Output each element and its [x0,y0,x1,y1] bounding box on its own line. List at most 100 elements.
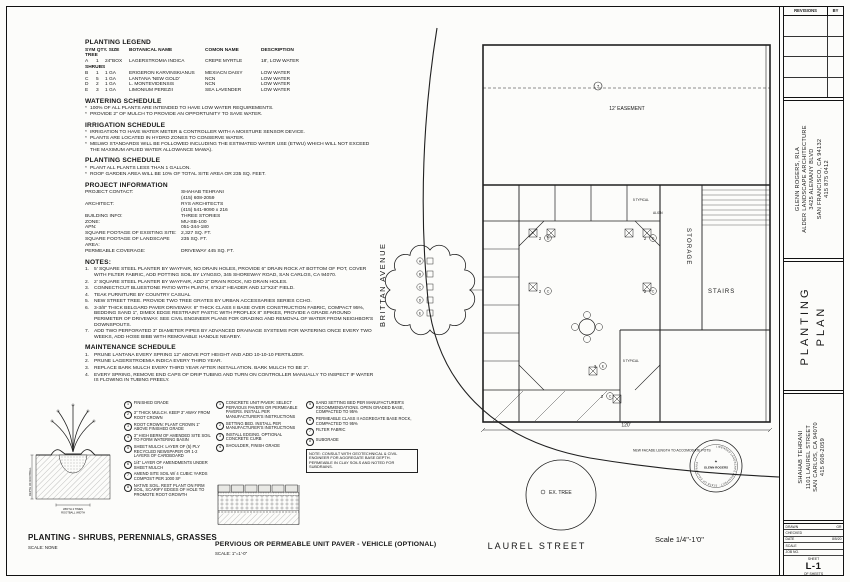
pot-callout-sym: C [652,289,655,293]
detail-callout: 6 1/4" LAYER OF AMENDMENTS UNDER SHEET M… [124,460,214,470]
pot-callout-sym: E [602,364,605,368]
sheet-label: SHEET [807,556,820,561]
tree-tag: A [419,259,422,263]
architect-info-line: 415 875 0412 [823,160,830,198]
project-info-row: SQUARE FOOTAGE OF EXISTING SITE: 2,327 S… [85,231,212,237]
rootball-depth-label: DEPTH OF ROOTBALL [28,467,32,496]
detail-callout: 7 FILTER FABRIC [306,427,418,437]
client-info-line: SAN CARLOS, CA 94070 [813,422,819,492]
revisions-label: REVISIONS [794,8,817,13]
architect-info-line: SAN FRANCISCO, CA 94132 [816,138,823,220]
sheet-title-block: PLANTING PLAN [784,262,842,390]
planting-detail-callouts: 1 FINISHED GRADE 2 3" THICK MULCH. KEEP … [124,400,214,500]
detail-callout: 5 SHEET MULCH: LAYER OF (5) PLY RECYCLED… [124,444,214,459]
tree-tag: E [419,311,422,315]
bullet-item: IRRIGATION TO HAVE WATER METER & CONTROL… [85,130,375,136]
revisions-header: REVISIONS BY [784,6,843,16]
detail-callout: 4 SHOULDER, FINISH GRADE [216,443,300,453]
detail-callout: 3 ROOT CROWN: PLANT CROWN 1" ABOVE FINIS… [124,422,214,432]
note-item: 1. 5' SQUARE STEEL PLANTER BY WAYFAIR, N… [85,267,367,278]
legend-shrub-rows: B 1 1 GA ERIGERON KARVINSKIANUS MEXIACN … [85,71,375,94]
detail-callout: 2 3" THICK MULCH. KEEP 3" AWAY FROM ROOT… [124,410,214,420]
facade-dimension: 120' [621,423,630,429]
facade-note: NEW FACADE LENGTH TO ACCOMODATE POTS [633,449,711,453]
site-plan-drawing: BRITTAN AVENUE LAUREL STREET Scale 1/4"-… [378,27,780,551]
sheet-title-line: PLANTING [798,286,811,366]
ex-tree-label: EX. TREE [549,490,572,496]
planting-detail-scale: SCALE: NONE [28,545,58,550]
titleblock-field: SCALE [784,543,843,550]
maintenance-item: 3. REPLACE BARK MULCH EVERY THIRD YEAR A… [85,366,310,372]
revision-row [784,36,843,57]
planting-schedule-section: PLANTING SCHEDULE PLANT ALL PLANTS LESS … [85,157,375,177]
detail-callout: 5 SAND SETTING BED PER MANUFACTURER'S RE… [306,400,418,415]
pot-callout-sym: C [547,289,550,293]
titleblock-field: DRAWN GR [784,524,843,531]
client-info-line: SHAHAB TEHRANI [798,430,805,484]
pot-callout-qty: 2 [644,236,647,241]
of-sheets-label: OF SHEETS [803,571,824,576]
legend-row: E 3 1 GA LIMONIUM PEREZII SEA LAVENDER L… [85,87,291,93]
note-item: 6. 3-3/8" THICK BELGARD PAVER DRIVEWAY. … [85,305,374,328]
pot-callout-qty: 3 [594,364,597,369]
detail-callout: 3 INSTALL EDGING. OPTIONAL CONCRETE CURB [216,432,300,442]
easement-label: 12' EASEMENT [609,106,644,112]
titleblock-info: DRAWN GR CHECKED DATE 8/5/20 SCALE [784,524,843,576]
sheet-title-line: PLAN [815,305,827,347]
easement-callout-number: 7 [597,84,600,89]
pot-callout-qty: 2 [539,236,542,241]
project-info-row: ZONE: MU-SB-100 [85,219,207,225]
pot-callout-qty: 2 [539,289,542,294]
irrigation-schedule-section: IRRIGATION SCHEDULE IRRIGATION TO HAVE W… [85,122,375,154]
paver-detail-scale: SCALE: 1"=1'-0" [215,551,248,556]
maintenance-item: 2. PRUNE LAGERSTROEMIA INDICA EVERY THIR… [85,359,222,365]
titleblock-divider-line [779,6,780,576]
titleblock-field: DATE 8/5/20 [784,537,843,544]
seal-star-icon: ★ [714,460,718,464]
watering-schedule-section: WATERING SCHEDULE 100% OF ALL PLANTS ARE… [85,98,375,118]
titleblock-field: JOB NO. [784,550,843,556]
maintenance-item: 4. EVERY SPRING, REMOVE END CAPS OF DRIP… [85,372,374,384]
note-item: 5. NEW STREET TREE. PROVIDE TWO TREE GRA… [85,299,312,305]
bullet-item: PLANTS ARE LOCATED IN HYDRO ZONES TO CON… [85,136,375,142]
legend-group-shrubs: SHRUBS [85,64,106,70]
revisions-table: REVISIONS BY [784,6,843,98]
detail-callout: 8 NATIVE SOIL. REST PLANT ON FIRM SOIL, … [124,483,214,498]
pot-callout-sym: D [652,236,655,240]
tree-tag: D [419,298,422,302]
project-info-row: BUILDING INFO: THREE STORIES [85,213,221,219]
storage-label: STORAGE [685,228,691,266]
revisions-by-label: BY [827,6,843,15]
rootball-width-label-1: WIDTH 2 TIMES [63,507,83,511]
plan-scale-note: Scale 1/4"-1'0" [655,535,704,544]
seal-name: GLENN ROGERS [704,466,728,470]
maintenance-schedule-title: MAINTENANCE SCHEDULE [85,344,176,352]
align-note: ALIGN [653,211,663,215]
notes-column: PLANTING LEGEND SYM QTY. SIZE BOTANICAL … [85,39,375,388]
pot-callout-sym: C [609,394,612,398]
notes-section: NOTES: 1. 5' SQUARE STEEL PLANTER BY WAY… [85,259,375,341]
typical-note-a: 5 TYPICAL [633,198,649,202]
project-information-section: PROJECT INFORMATION PROJECT CONTACT: SHA… [85,182,375,255]
bullet-item: PLANT ALL PLANTS LESS THAN 1 GALLON. [85,166,375,172]
project-info-row: (415) 608-2059 [181,196,215,201]
paver-detail-drawing [217,484,300,525]
titleblock-field: CHECKED [784,530,843,537]
detail-callout: 1 FINISHED GRADE [124,400,214,409]
bullet-item: 100% OF ALL PLANTS ARE INTENDED TO HAVE … [85,106,375,112]
project-info-row: SQUARE FOOTAGE OF LANDSCAPE AREA: 235 SQ… [85,237,208,248]
maintenance-item: 1. PRUNE LANTANA EVERY SPRING 12" ABOVE … [85,352,305,358]
planting-legend-section: PLANTING LEGEND SYM QTY. SIZE BOTANICAL … [85,39,375,94]
legend-group-tree: TREE [85,53,98,59]
detail-callout: 6 PERMEABLE CLASS II AGGREGATE BASE ROCK… [306,416,418,426]
sheet-number: L-1 [805,560,822,572]
note-item: 2. 2' SQUARE STEEL PLANTER BY WAYFAIR, A… [85,279,288,285]
project-info-row: ARCHITECT: RYS ARCHITECTS [85,201,224,207]
typical-note-b: 5 TYPICAL [623,359,639,363]
paver-detail-callouts-right: 5 SAND SETTING BED PER MANUFACTURER'S RE… [306,400,418,473]
watering-schedule-title: WATERING SCHEDULE [85,97,162,105]
legend-header-row: SYM QTY. SIZE BOTANICAL NAME COMON NAME … [85,47,294,53]
